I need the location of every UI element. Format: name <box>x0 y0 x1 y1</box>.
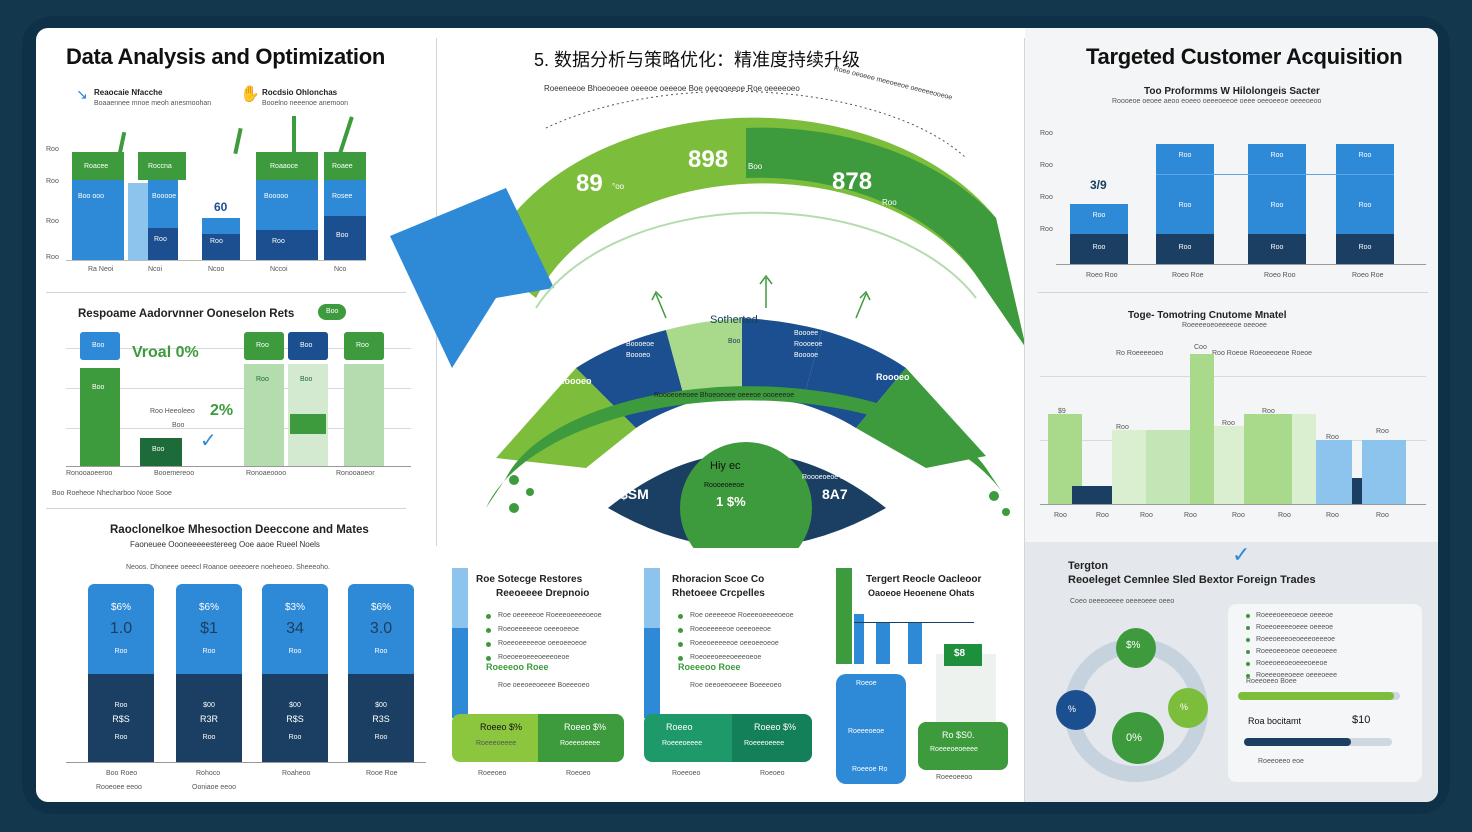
check-icon: ✓ <box>200 430 217 452</box>
bar <box>88 584 154 674</box>
bar <box>344 364 384 466</box>
progress-track <box>1238 692 1400 700</box>
progress-fill <box>1238 692 1394 700</box>
bar-cap <box>72 152 124 180</box>
cap-badge <box>344 332 384 360</box>
legend-a-sub: Boaaennee mnoe meoh anesmoohan <box>94 100 212 107</box>
center-title: 5. 数据分析与策略优化：精准度持续升级 <box>534 50 861 70</box>
outer-band-right <box>746 127 1026 348</box>
bar <box>290 414 326 434</box>
bar-cap <box>138 152 186 180</box>
callout: 60 <box>214 200 228 214</box>
bar <box>256 230 318 260</box>
bar <box>140 438 182 466</box>
tick: Roo <box>46 178 59 185</box>
cap-badge <box>288 332 328 360</box>
tick: Roo <box>46 218 59 225</box>
bar-cap <box>256 152 318 180</box>
bar <box>148 228 178 260</box>
value-big: 878 <box>832 168 873 195</box>
cycle-diagram <box>1056 628 1208 782</box>
bar <box>324 180 366 216</box>
legend-a: Reaocaie Nfacche <box>94 88 163 97</box>
trend-icon: ↘ <box>76 86 88 102</box>
legend-b-sub: Booelno neeenoe anemoon <box>262 100 349 107</box>
bar <box>262 584 328 674</box>
bar <box>128 183 148 260</box>
inner-band <box>486 386 1006 508</box>
core-circle <box>680 442 812 548</box>
vroal-label: Vroal 0% <box>132 344 199 361</box>
cap-badge <box>244 332 284 360</box>
bar <box>348 584 414 674</box>
cap-badge <box>80 332 120 360</box>
bar <box>148 180 178 228</box>
panel3-title: Raoclonelkoe Mhesoction Deeccone and Mat… <box>110 524 369 536</box>
flag <box>944 644 982 666</box>
infographic-board: Data Analysis and Optimization ↘ Reaocai… <box>36 28 1438 802</box>
bar <box>348 674 414 762</box>
progress-track <box>1244 738 1392 746</box>
tick: Roo <box>46 254 59 261</box>
bar <box>324 216 366 260</box>
arc-diagram <box>390 90 1026 548</box>
value-big: 89 <box>576 170 603 197</box>
bar <box>80 368 120 466</box>
bar <box>256 180 318 230</box>
left-title: Data Analysis and Optimization <box>66 44 386 69</box>
value-big: 898 <box>688 146 729 173</box>
bar <box>72 180 124 260</box>
ring-seg-3b <box>742 318 822 404</box>
panel2-title: Respoame Aadorvnner Ooneselon Rets <box>78 308 295 320</box>
bar <box>176 674 242 762</box>
bar <box>202 234 240 260</box>
hand-icon: ✋ <box>240 86 260 103</box>
progress-fill <box>1244 738 1351 746</box>
right-title: Targeted Customer Acquisition <box>1086 44 1403 69</box>
tick: Roo <box>46 146 59 153</box>
bar <box>88 674 154 762</box>
bar <box>176 584 242 674</box>
left-arrow <box>390 188 554 368</box>
bar <box>262 674 328 762</box>
check-icon: ✓ <box>1232 542 1251 567</box>
badge <box>318 304 346 320</box>
bar <box>244 364 284 466</box>
legend-b: Rocdsio Ohlonchas <box>262 88 338 97</box>
ring-seg-3 <box>666 318 742 404</box>
bar-cap <box>324 152 366 180</box>
